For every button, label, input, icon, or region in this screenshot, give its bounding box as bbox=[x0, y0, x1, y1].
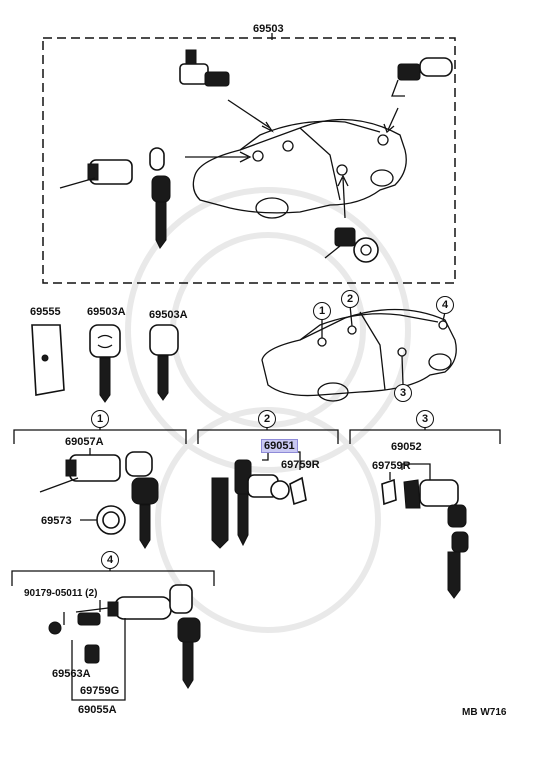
diagram-code: MB W716 bbox=[462, 707, 507, 718]
car-illustration-right bbox=[261, 304, 457, 402]
part-label-cap: 69555 bbox=[30, 306, 61, 318]
car-callout-2: 2 bbox=[341, 290, 359, 308]
part-label-69759r-group-3: 69759R bbox=[372, 460, 411, 472]
part-label-69573: 69573 bbox=[41, 515, 72, 527]
part-label-69563a: 69563A bbox=[52, 668, 91, 680]
car-illustration-top bbox=[185, 99, 407, 219]
part-label-key-2: 69503A bbox=[149, 309, 188, 321]
loose-parts-art bbox=[31, 324, 179, 403]
group-3-number: 3 bbox=[416, 410, 434, 428]
group-2-number: 2 bbox=[258, 410, 276, 428]
group-brackets bbox=[11, 422, 501, 586]
group-4-number: 4 bbox=[101, 551, 119, 569]
part-label-69057a: 69057A bbox=[65, 436, 104, 448]
group-2-art bbox=[211, 451, 307, 549]
part-label-69759g: 69759G bbox=[80, 685, 120, 697]
part-label-69055a: 69055A bbox=[78, 704, 117, 716]
assembly-label: 69503 bbox=[253, 23, 284, 35]
part-label-69051-highlighted[interactable]: 69051 bbox=[261, 439, 298, 453]
group-1-number: 1 bbox=[91, 410, 109, 428]
group-3-art bbox=[381, 463, 469, 599]
group-1-art bbox=[39, 448, 159, 549]
car-callout-1: 1 bbox=[313, 302, 331, 320]
part-label-90179-05011: 90179-05011 (2) bbox=[24, 588, 98, 599]
part-label-69052: 69052 bbox=[391, 441, 422, 453]
group-4-art bbox=[48, 584, 201, 701]
top-parts-art bbox=[59, 49, 453, 263]
car-callout-3: 3 bbox=[394, 384, 412, 402]
assembly-boundary bbox=[42, 37, 456, 284]
part-label-69759r-group-2: 69759R bbox=[281, 459, 320, 471]
part-label-key-1: 69503A bbox=[87, 306, 126, 318]
car-callout-4: 4 bbox=[436, 296, 454, 314]
